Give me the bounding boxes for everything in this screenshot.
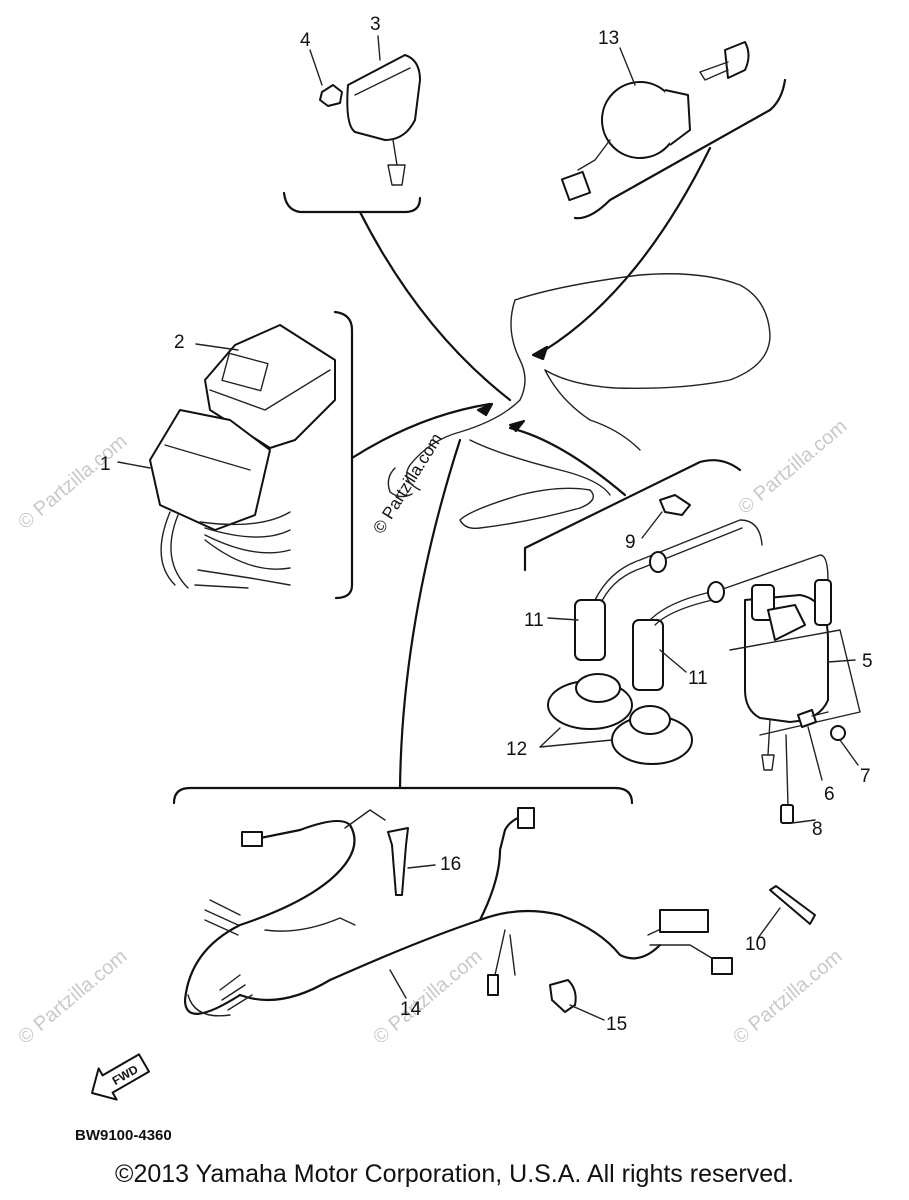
frame-outline: [387, 273, 771, 530]
watermark-4: © Partzilla.com: [369, 945, 486, 1048]
callout-leaders: [117, 35, 859, 1021]
leader-bottom: [398, 438, 462, 790]
watermark-3: © Partzilla.com: [14, 945, 131, 1048]
callout-9: 9: [625, 532, 636, 553]
bracket-top-right: [573, 78, 787, 220]
arrow-head-2: [476, 402, 494, 417]
callout-3: 3: [370, 14, 381, 35]
leader-right: [508, 426, 627, 497]
part-6-bolt: [797, 709, 829, 728]
watermark-1: © Partzilla.com: [14, 430, 131, 533]
callout-12: 12: [506, 739, 527, 760]
watermark-5: © Partzilla.com: [729, 945, 846, 1048]
callout-8: 8: [812, 819, 823, 840]
callout-7: 7: [860, 766, 871, 787]
watermarks: © Partzilla.com © Partzilla.com © Partzi…: [14, 415, 851, 1048]
part-13-main-switch: [560, 41, 750, 202]
bracket-bottom: [172, 786, 634, 805]
part-12-boots: [539, 673, 693, 765]
part-3-relay: [346, 54, 421, 186]
callouts: 1 2 3 4 5 6 7 8 9 10 11 11 12 13 14 15 1…: [100, 14, 873, 1035]
callout-6: 6: [824, 784, 835, 805]
watermark-center: © Partzilla.com: [369, 430, 446, 537]
arrow-head-1: [531, 345, 549, 361]
bracket-left: [333, 310, 354, 600]
part-4-nut: [319, 84, 343, 107]
part-7-washer: [830, 725, 846, 741]
callout-11b: 11: [688, 668, 708, 689]
callout-2: 2: [174, 332, 185, 353]
watermark-2: © Partzilla.com: [734, 415, 851, 518]
part-14-wire-harness: [183, 807, 733, 1017]
callout-10: 10: [745, 934, 766, 955]
callout-1: 1: [100, 454, 111, 475]
part-11-plug-caps: [574, 519, 829, 691]
callout-13: 13: [598, 28, 619, 49]
copyright-notice: ©2013 Yamaha Motor Corporation, U.S.A. A…: [115, 1160, 794, 1188]
leader-top-right: [543, 146, 712, 352]
callout-15: 15: [606, 1014, 627, 1035]
callout-4: 4: [300, 30, 311, 51]
leader-left: [350, 402, 492, 460]
callout-5: 5: [862, 651, 873, 672]
part-9-clip: [659, 494, 691, 516]
part-16-band: [387, 827, 409, 896]
part-1-cdi: [149, 409, 291, 589]
bracket-right: [523, 459, 742, 572]
part-10-band: [769, 885, 816, 925]
part-15-clip: [549, 979, 577, 1013]
callout-14: 14: [400, 999, 422, 1020]
fwd-arrow: FWD: [91, 1053, 150, 1101]
arrow-head-3: [508, 419, 526, 433]
diagram-code: BW9100-4360: [75, 1127, 172, 1144]
callout-11a: 11: [524, 610, 544, 631]
bracket-top-left: [282, 191, 422, 214]
part-5-ignition-coil: [729, 579, 861, 771]
callout-16: 16: [440, 854, 461, 875]
part-8-terminal: [780, 734, 794, 824]
leader-top-left: [358, 210, 512, 402]
